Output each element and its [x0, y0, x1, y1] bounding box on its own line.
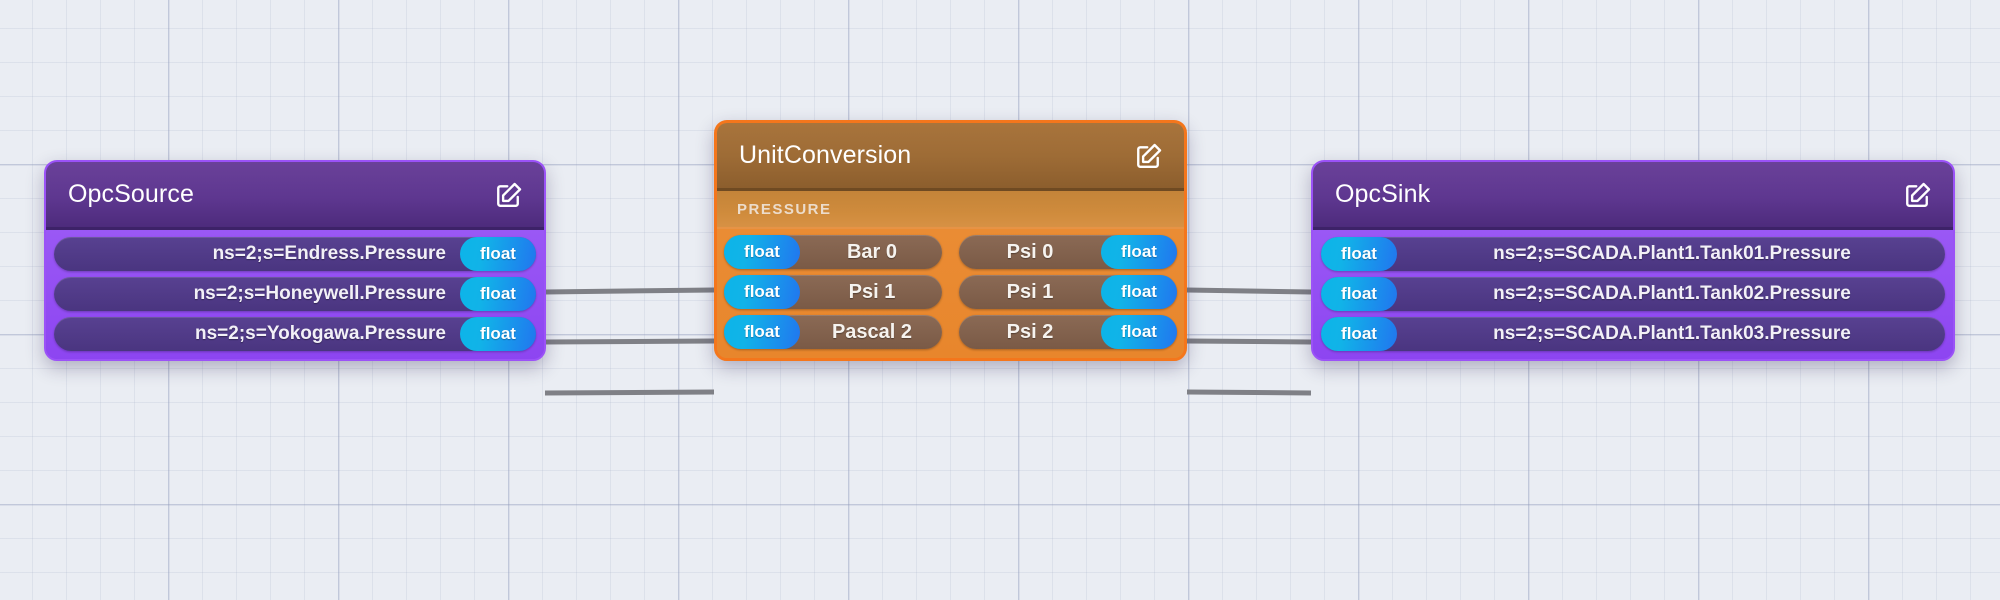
port-pill[interactable]: float Pascal 2 [724, 315, 942, 349]
input-port-row[interactable]: float Psi 1 [724, 275, 942, 309]
port-label: Pascal 2 [831, 320, 913, 343]
input-port-row[interactable]: float Pascal 2 [724, 315, 942, 349]
output-port-row[interactable]: ns=2;s=Honeywell.Pressure float [54, 277, 536, 311]
output-port-row[interactable]: Psi 1 float [959, 275, 1177, 309]
port-pill[interactable]: ns=2;s=Honeywell.Pressure float [54, 277, 536, 311]
node-opc-source[interactable]: OpcSource ns=2;s=Endress.Pressure float … [44, 160, 546, 361]
node-title-opc-sink: OpcSink [1335, 180, 1431, 208]
node-header-opc-sink[interactable]: OpcSink [1313, 162, 1953, 230]
node-body-unit-conversion: float Bar 0 Psi 0 float float Psi 1 [717, 229, 1184, 358]
input-port-row[interactable]: float ns=2;s=SCADA.Plant1.Tank01.Pressur… [1321, 237, 1945, 271]
edge-conv1-sink1 [1186, 338, 1312, 345]
input-port-row[interactable]: float ns=2;s=SCADA.Plant1.Tank02.Pressur… [1321, 277, 1945, 311]
output-port-row[interactable]: ns=2;s=Yokogawa.Pressure float [54, 317, 536, 351]
edit-pencil-square-icon-opc-source[interactable] [494, 180, 524, 210]
port-label: ns=2;s=SCADA.Plant1.Tank03.Pressure [1493, 323, 1851, 344]
edge-conv0-sink0 [1186, 287, 1312, 295]
port-pill[interactable]: Psi 0 float [959, 235, 1177, 269]
port-type-badge[interactable]: float [460, 317, 536, 351]
node-body-opc-source: ns=2;s=Endress.Pressure float ns=2;s=Hon… [46, 230, 544, 359]
port-pill[interactable]: ns=2;s=Endress.Pressure float [54, 237, 536, 271]
port-type-badge[interactable]: float [1101, 235, 1177, 269]
node-title-unit-conversion: UnitConversion [739, 141, 912, 169]
node-unit-conversion[interactable]: UnitConversion PRESSURE float Bar 0 [714, 120, 1187, 361]
output-port-row[interactable]: ns=2;s=Endress.Pressure float [54, 237, 536, 271]
port-label: ns=2;s=SCADA.Plant1.Tank02.Pressure [1493, 283, 1851, 304]
node-header-opc-source[interactable]: OpcSource [46, 162, 544, 230]
port-label: ns=2;s=SCADA.Plant1.Tank01.Pressure [1493, 243, 1851, 264]
node-opc-sink[interactable]: OpcSink float ns=2;s=SCADA.Plant1.Tank01… [1311, 160, 1955, 361]
port-group-label: PRESSURE [737, 200, 832, 218]
edge-source0-conv0 [544, 287, 715, 295]
port-type-badge[interactable]: float [724, 315, 800, 349]
port-label: Psi 1 [848, 280, 896, 303]
port-pill[interactable]: float Bar 0 [724, 235, 942, 269]
port-label: ns=2;s=Endress.Pressure [212, 243, 446, 264]
port-pill[interactable]: Psi 2 float [959, 315, 1177, 349]
port-type-badge[interactable]: float [724, 235, 800, 269]
port-label: ns=2;s=Yokogawa.Pressure [195, 323, 446, 344]
port-label: Psi 0 [1006, 240, 1054, 263]
io-row: float Bar 0 Psi 0 float [724, 235, 1177, 269]
port-pill[interactable]: ns=2;s=Yokogawa.Pressure float [54, 317, 536, 351]
port-type-badge[interactable]: float [1321, 277, 1397, 311]
output-port-row[interactable]: Psi 0 float [959, 235, 1177, 269]
port-type-badge[interactable]: float [460, 277, 536, 311]
port-type-badge[interactable]: float [1321, 237, 1397, 271]
edge-source1-conv1 [544, 338, 715, 345]
edge-source2-conv2 [544, 389, 715, 396]
input-port-row[interactable]: float Bar 0 [724, 235, 942, 269]
port-type-badge[interactable]: float [460, 237, 536, 271]
port-type-badge[interactable]: float [1101, 315, 1177, 349]
port-group-band: PRESSURE [717, 191, 1184, 229]
port-label: Psi 1 [1006, 280, 1054, 303]
io-row: float Pascal 2 Psi 2 float [724, 315, 1177, 349]
node-header-unit-conversion[interactable]: UnitConversion [717, 123, 1184, 191]
port-label: ns=2;s=Honeywell.Pressure [193, 283, 446, 304]
node-body-opc-sink: float ns=2;s=SCADA.Plant1.Tank01.Pressur… [1313, 230, 1953, 359]
port-label: Psi 2 [1006, 320, 1054, 343]
port-type-badge[interactable]: float [1321, 317, 1397, 351]
io-row: float Psi 1 Psi 1 float [724, 275, 1177, 309]
port-type-badge[interactable]: float [724, 275, 800, 309]
output-port-row[interactable]: Psi 2 float [959, 315, 1177, 349]
port-type-badge[interactable]: float [1101, 275, 1177, 309]
edge-conv2-sink2 [1186, 389, 1312, 396]
node-title-opc-source: OpcSource [68, 180, 194, 208]
port-pill[interactable]: float Psi 1 [724, 275, 942, 309]
input-port-row[interactable]: float ns=2;s=SCADA.Plant1.Tank03.Pressur… [1321, 317, 1945, 351]
port-pill[interactable]: float ns=2;s=SCADA.Plant1.Tank01.Pressur… [1321, 237, 1945, 271]
port-pill[interactable]: float ns=2;s=SCADA.Plant1.Tank02.Pressur… [1321, 277, 1945, 311]
port-label: Bar 0 [846, 240, 898, 263]
edit-pencil-square-icon-opc-sink[interactable] [1903, 180, 1933, 210]
port-pill[interactable]: Psi 1 float [959, 275, 1177, 309]
port-pill[interactable]: float ns=2;s=SCADA.Plant1.Tank03.Pressur… [1321, 317, 1945, 351]
edit-pencil-square-icon-unit-conversion[interactable] [1134, 141, 1164, 171]
